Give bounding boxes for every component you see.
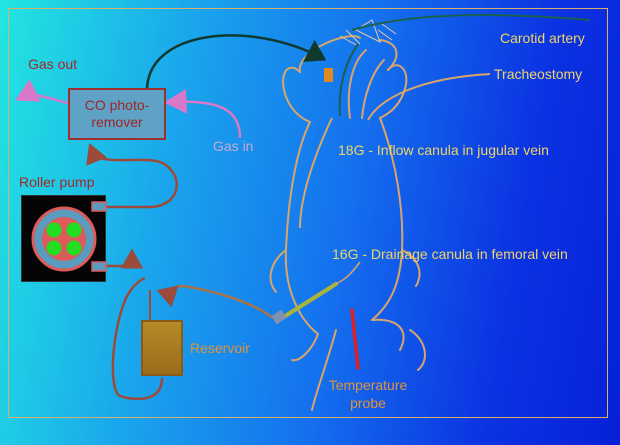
pump-roller	[46, 240, 62, 256]
temperature-probe-label: Temperature probe	[328, 377, 408, 411]
tube-drainage-to-reservoir	[156, 284, 277, 321]
tracheostomy-line	[367, 73, 491, 121]
arterial-connector	[324, 68, 333, 82]
carotid-branch	[338, 43, 359, 117]
head-marks	[339, 19, 397, 47]
co-photo-remover-label: CO photo-remover	[84, 97, 150, 130]
animal-outline	[269, 35, 426, 411]
gas-in-arrow	[164, 88, 242, 139]
diagram-frame	[8, 8, 608, 418]
gas-in-label: Gas in	[213, 138, 254, 154]
inflow-canula-line	[299, 117, 333, 229]
tube-pump-to-reservoir	[104, 248, 144, 269]
roller-pump-graphic	[31, 201, 107, 272]
drainage-label-line	[335, 261, 361, 285]
drainage-canula	[280, 282, 338, 320]
tube-reservoir-loop	[111, 276, 164, 401]
pump-roller	[46, 222, 62, 238]
pump-roller	[66, 222, 82, 238]
temperature-probe-line	[350, 308, 360, 370]
arterial-line	[145, 34, 327, 89]
pump-rotor	[42, 217, 86, 261]
pump-roller	[66, 240, 82, 256]
drainage-canula-label: 16G - Drainage canula in femoral vein	[332, 246, 568, 262]
inflow-canula-label: 18G - Inflow canula in jugular vein	[338, 142, 549, 158]
reservoir-label: Reservoir	[190, 340, 250, 356]
gas-out-arrow	[15, 79, 69, 105]
carotid-artery-line	[351, 14, 591, 31]
roller-pump-label: Roller pump	[19, 174, 95, 190]
reservoir-container	[141, 320, 183, 376]
tracheostomy-label: Tracheostomy	[494, 66, 583, 82]
roller-pump	[21, 195, 107, 282]
tube-pump-to-co	[86, 143, 178, 209]
carotid-artery-label: Carotid artery	[500, 30, 585, 46]
co-photo-remover-box: CO photo-remover	[68, 88, 166, 140]
gas-out-label: Gas out	[28, 56, 78, 72]
drainage-connector	[271, 309, 287, 325]
